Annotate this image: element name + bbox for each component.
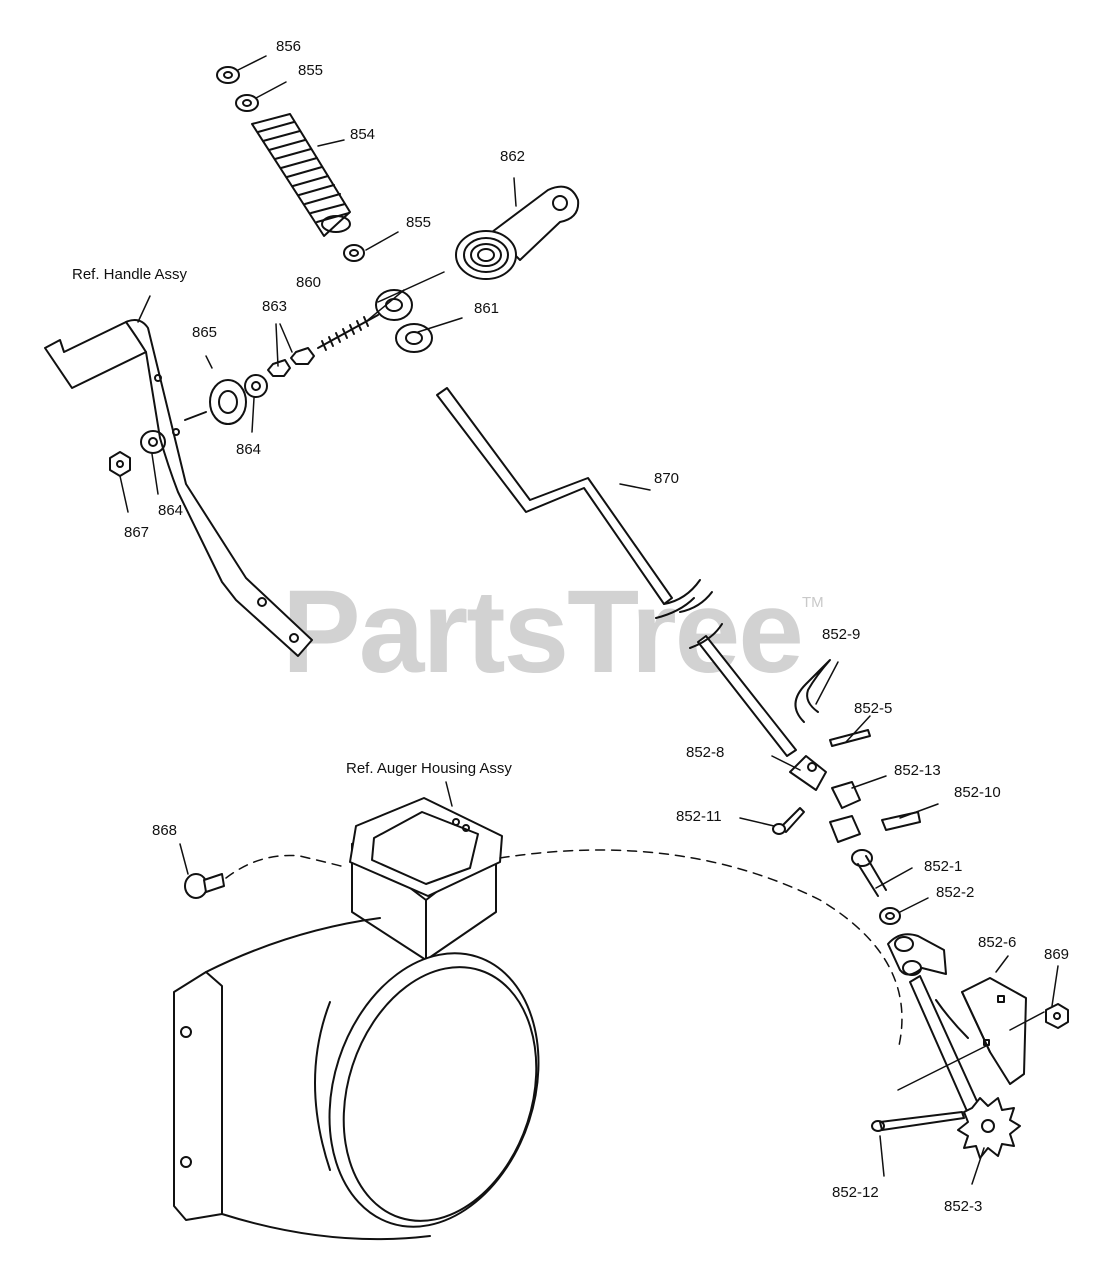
callout-852-11[interactable]: 852-11 <box>676 808 722 825</box>
part-855-washer-lower <box>343 244 365 262</box>
part-855-washer-top <box>235 94 259 112</box>
ref-auger-housing-assy-label: Ref. Auger Housing Assy <box>346 760 512 777</box>
callout-852-1[interactable]: 852-1 <box>924 858 963 875</box>
part-869-nut <box>1045 1003 1069 1029</box>
callout-864-upper[interactable]: 864 <box>236 441 262 458</box>
part-852-8-clevis <box>789 755 827 791</box>
part-852-13-coupler <box>829 781 861 843</box>
part-861-bushing <box>395 323 433 353</box>
part-852-3-gear <box>957 1097 1021 1159</box>
callout-855-top[interactable]: 855 <box>298 62 324 79</box>
part-852-lever-bracket <box>887 933 991 1137</box>
callout-860[interactable]: 860 <box>296 274 322 291</box>
callout-852-8[interactable]: 852-8 <box>686 744 725 761</box>
callout-855-lower[interactable]: 855 <box>406 214 432 231</box>
callout-861[interactable]: 861 <box>474 300 500 317</box>
ref-handle-assy-label: Ref. Handle Assy <box>72 266 188 283</box>
callout-865[interactable]: 865 <box>192 324 218 341</box>
callout-868[interactable]: 868 <box>152 822 178 839</box>
part-862-lever <box>455 185 580 280</box>
part-852-9-hairpin-clip <box>794 659 831 723</box>
part-852-10-pin <box>881 811 921 831</box>
callout-870[interactable]: 870 <box>654 470 680 487</box>
callout-867[interactable]: 867 <box>124 524 150 541</box>
part-864-washer-upper <box>244 374 268 398</box>
callout-852-12[interactable]: 852-12 <box>832 1184 879 1201</box>
part-852-12-cotter-pin <box>871 1111 965 1132</box>
callout-852-2[interactable]: 852-2 <box>936 884 975 901</box>
part-865-knob <box>184 379 247 425</box>
callout-852-3[interactable]: 852-3 <box>944 1198 983 1215</box>
reference-lines <box>225 849 903 1051</box>
part-852-11-bolt <box>772 807 805 835</box>
part-870-rod <box>436 387 797 757</box>
handle-assembly <box>44 319 313 657</box>
callout-852-9[interactable]: 852-9 <box>822 626 861 643</box>
leader-lines <box>119 55 1059 1185</box>
part-856-cap <box>216 66 240 84</box>
auger-housing-assembly <box>173 797 540 1241</box>
callout-852-13[interactable]: 852-13 <box>894 762 941 779</box>
callout-863[interactable]: 863 <box>262 298 288 315</box>
part-852-6-bracket <box>961 977 1027 1085</box>
callout-856[interactable]: 856 <box>276 38 302 55</box>
callout-852-5[interactable]: 852-5 <box>854 700 893 717</box>
callout-869[interactable]: 869 <box>1044 946 1070 963</box>
callout-852-6[interactable]: 852-6 <box>978 934 1017 951</box>
callout-862[interactable]: 862 <box>500 148 526 165</box>
callout-854[interactable]: 854 <box>350 126 376 143</box>
callout-852-10[interactable]: 852-10 <box>954 784 1001 801</box>
trademark-mark: TM <box>802 594 824 611</box>
callout-864-lower[interactable]: 864 <box>158 502 184 519</box>
part-867-nut <box>109 451 131 477</box>
part-852-1-stud <box>851 849 887 897</box>
part-864-washer-lower <box>140 430 166 454</box>
part-863-nuts <box>267 347 315 377</box>
part-854-grip <box>251 113 351 237</box>
part-852-2-washer <box>879 907 901 925</box>
part-868-carriage-bolt <box>184 873 225 899</box>
